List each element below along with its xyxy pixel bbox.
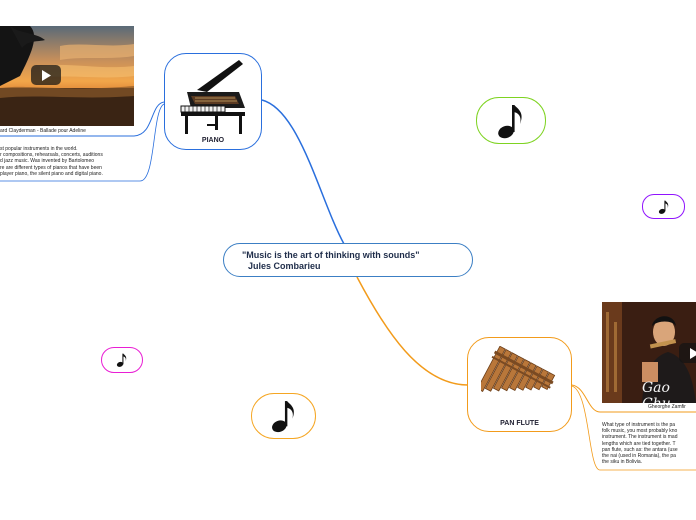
description-line: the nai (used in Romania), the pa	[602, 453, 676, 460]
piano-description: st popular instruments in the world. r c…	[0, 146, 103, 177]
central-topic-line2: Jules Combarieu	[248, 261, 321, 271]
music-note-node[interactable]	[101, 347, 143, 373]
pan-flute-icon	[481, 346, 556, 393]
description-line: r compositions, rehearsals, concerts, au…	[0, 152, 103, 159]
piano-node[interactable]: PIANO	[164, 53, 262, 150]
description-line: d jazz music. Was invented by Bartolomeo	[0, 158, 95, 165]
flute-video-link	[571, 384, 696, 413]
pan-flute-video-thumbnail[interactable]: Gao Chu	[602, 302, 696, 403]
video-title-overlay: Gao Chu	[642, 380, 671, 403]
music-note-node[interactable]	[476, 97, 546, 144]
description-line: player piano, the silent piano and digit…	[0, 170, 103, 177]
piano-video-caption: ard Clayderman - Ballade pour Adeline	[0, 128, 86, 134]
music-note-icon	[658, 200, 668, 214]
description-line: What type of instrument is the pa	[602, 422, 676, 428]
pan-flute-video-caption: Gheorghe Zamfir	[648, 404, 686, 410]
description-line: folk music, you most probably kno	[602, 428, 678, 435]
description-line: re are different types of pianos that ha…	[0, 164, 102, 171]
grand-piano-icon	[180, 60, 245, 134]
music-note-icon	[116, 353, 127, 367]
music-note-icon	[498, 104, 522, 138]
pan-flute-label: PAN FLUTE	[500, 420, 539, 427]
piano-video-thumbnail[interactable]	[0, 26, 134, 126]
pan-flute-description: What type of instrument is the pa folk m…	[602, 422, 678, 465]
sunset-image	[0, 26, 134, 126]
description-line: st popular instruments in the world.	[0, 146, 78, 152]
description-line: instrument. The instrument is mad	[602, 434, 678, 441]
piano-desc-link	[0, 103, 165, 182]
description-line: lengths which are tied together. T	[602, 440, 676, 447]
music-note-node[interactable]	[251, 393, 316, 439]
piano-label: PIANO	[201, 137, 225, 144]
description-line: the siku in Bolivia.	[602, 459, 643, 466]
central-topic-line1: "Music is the art of thinking with sound…	[242, 250, 420, 260]
piano-branch-line	[261, 99, 345, 245]
central-topic[interactable]: "Music is the art of thinking with sound…	[223, 243, 473, 277]
pan-flute-node[interactable]: PAN FLUTE	[467, 337, 572, 432]
music-note-icon	[271, 401, 294, 433]
music-note-node[interactable]	[642, 194, 685, 219]
play-button[interactable]	[679, 343, 696, 363]
description-line: pan flute, such as: the antara (use	[602, 446, 678, 453]
flute-branch-line	[356, 276, 469, 386]
play-icon	[690, 347, 696, 359]
flute-desc-link	[571, 385, 696, 471]
play-icon	[42, 69, 51, 81]
play-button[interactable]	[31, 65, 61, 85]
piano-video-link	[0, 101, 165, 137]
